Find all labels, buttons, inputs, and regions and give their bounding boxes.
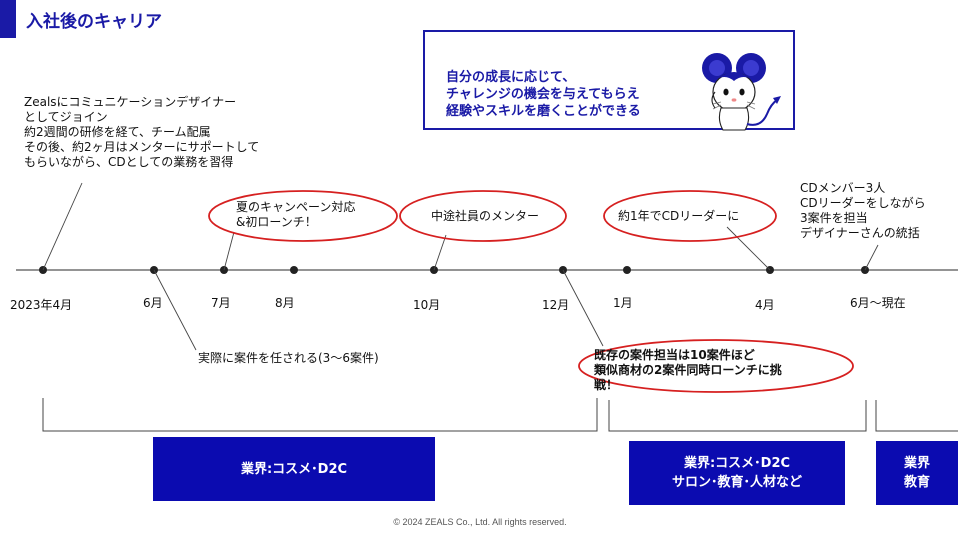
industry-line: 教育 [903,475,930,490]
month-label: 4月 [755,298,775,312]
month-label: 10月 [413,298,441,312]
highlight-ellipse [578,339,854,393]
period-bracket [608,400,867,432]
connector-line [433,234,447,271]
month-label: 1月 [613,296,633,310]
join-note: Zealsにコミュニケーションデザイナー としてジョイン 約2週間の研修を経て、… [24,95,259,170]
timeline-dot [623,266,631,274]
highlight-ellipse [603,190,777,242]
note-line: もらいながら、CDとしての業務を習得 [24,155,234,169]
label-line: 類似商材の2案件同時ローンチに挑 [594,363,782,377]
callout-line: 経験やスキルを磨くことができる [446,104,641,119]
connector-line [726,226,771,271]
label-line: &初ローンチ！ [236,215,317,229]
leader-label: 約1年でCDリーダーに [618,209,740,223]
note-line: 3案件を担当 [800,211,868,225]
month-label: 2023年4月 [10,298,73,312]
note-line: デザイナーさんの統括 [800,226,920,240]
note-line: 約2週間の研修を経て、チーム配属 [24,125,211,139]
note-line: としてジョイン [24,110,108,124]
industry-line: 業界:コスメ･D2C [683,456,791,471]
connector-line [562,269,604,347]
industry-line: サロン･教育･人材など [671,475,802,490]
timeline-dot [290,266,298,274]
highlight-ellipse [208,190,398,242]
page-title: 入社後のキャリア [26,12,162,32]
highlight-ellipses [208,190,854,393]
highlight-ellipse [399,190,567,242]
connector-line [42,182,83,271]
label-line: 夏のキャンペーン対応 [236,200,356,214]
mouse-mascot-icon [702,53,781,131]
connector-lines [42,182,879,351]
existing-cases-label: 既存の案件担当は10案件ほど 類似商材の2案件同時ローンチに挑 戦！ [594,348,782,393]
month-label: 6月 [143,296,163,310]
callout-box: 自分の成長に応じて、 チャレンジの機会を与えてもらえ 経験やスキルを磨くことがで… [423,30,795,131]
connector-line [864,244,879,271]
industry-line: 業界:コスメ･D2C [240,461,348,477]
label-line: 既存の案件担当は10案件ほど [594,348,755,362]
callout-line: 自分の成長に応じて、 [446,70,576,85]
callout-line: チャレンジの機会を与えてもらえ [446,87,640,102]
connector-line [153,269,197,351]
month-label: 6月～現在 [850,296,906,310]
industry-block-first: 業界:コスメ･D2C [153,437,435,501]
month-label: 12月 [542,298,570,312]
mentor-label: 中途社員のメンター [431,209,540,223]
cd-member-note: CDメンバー3人 CDリーダーをしながら 3案件を担当 デザイナーさんの統括 [800,181,926,241]
industry-block-third: 業界 教育 [876,441,958,505]
note-line: Zealsにコミュニケーションデザイナー [24,95,237,109]
note-line: CDリーダーをしながら [800,196,926,210]
month-label: 7月 [211,296,231,310]
industry-block-second: 業界:コスメ･D2C サロン･教育･人材など [629,441,845,505]
connector-line [223,231,235,271]
period-brackets [42,398,958,432]
label-line: 戦！ [594,378,619,392]
copyright-footer: © 2024 ZEALS Co., Ltd. All rights reserv… [393,517,567,527]
summer-campaign-label: 夏のキャンペーン対応 &初ローンチ！ [236,200,355,230]
actual-cases-note: 実際に案件を任される(3～6案件) [198,351,379,365]
industry-line: 業界 [903,456,930,471]
note-line: CDメンバー3人 [800,181,886,195]
period-bracket [42,398,598,432]
month-label: 8月 [275,296,295,310]
note-line: その後、約2ヶ月はメンターにサポートして [24,140,260,154]
period-bracket [875,400,958,432]
title-accent-bar [0,0,16,38]
